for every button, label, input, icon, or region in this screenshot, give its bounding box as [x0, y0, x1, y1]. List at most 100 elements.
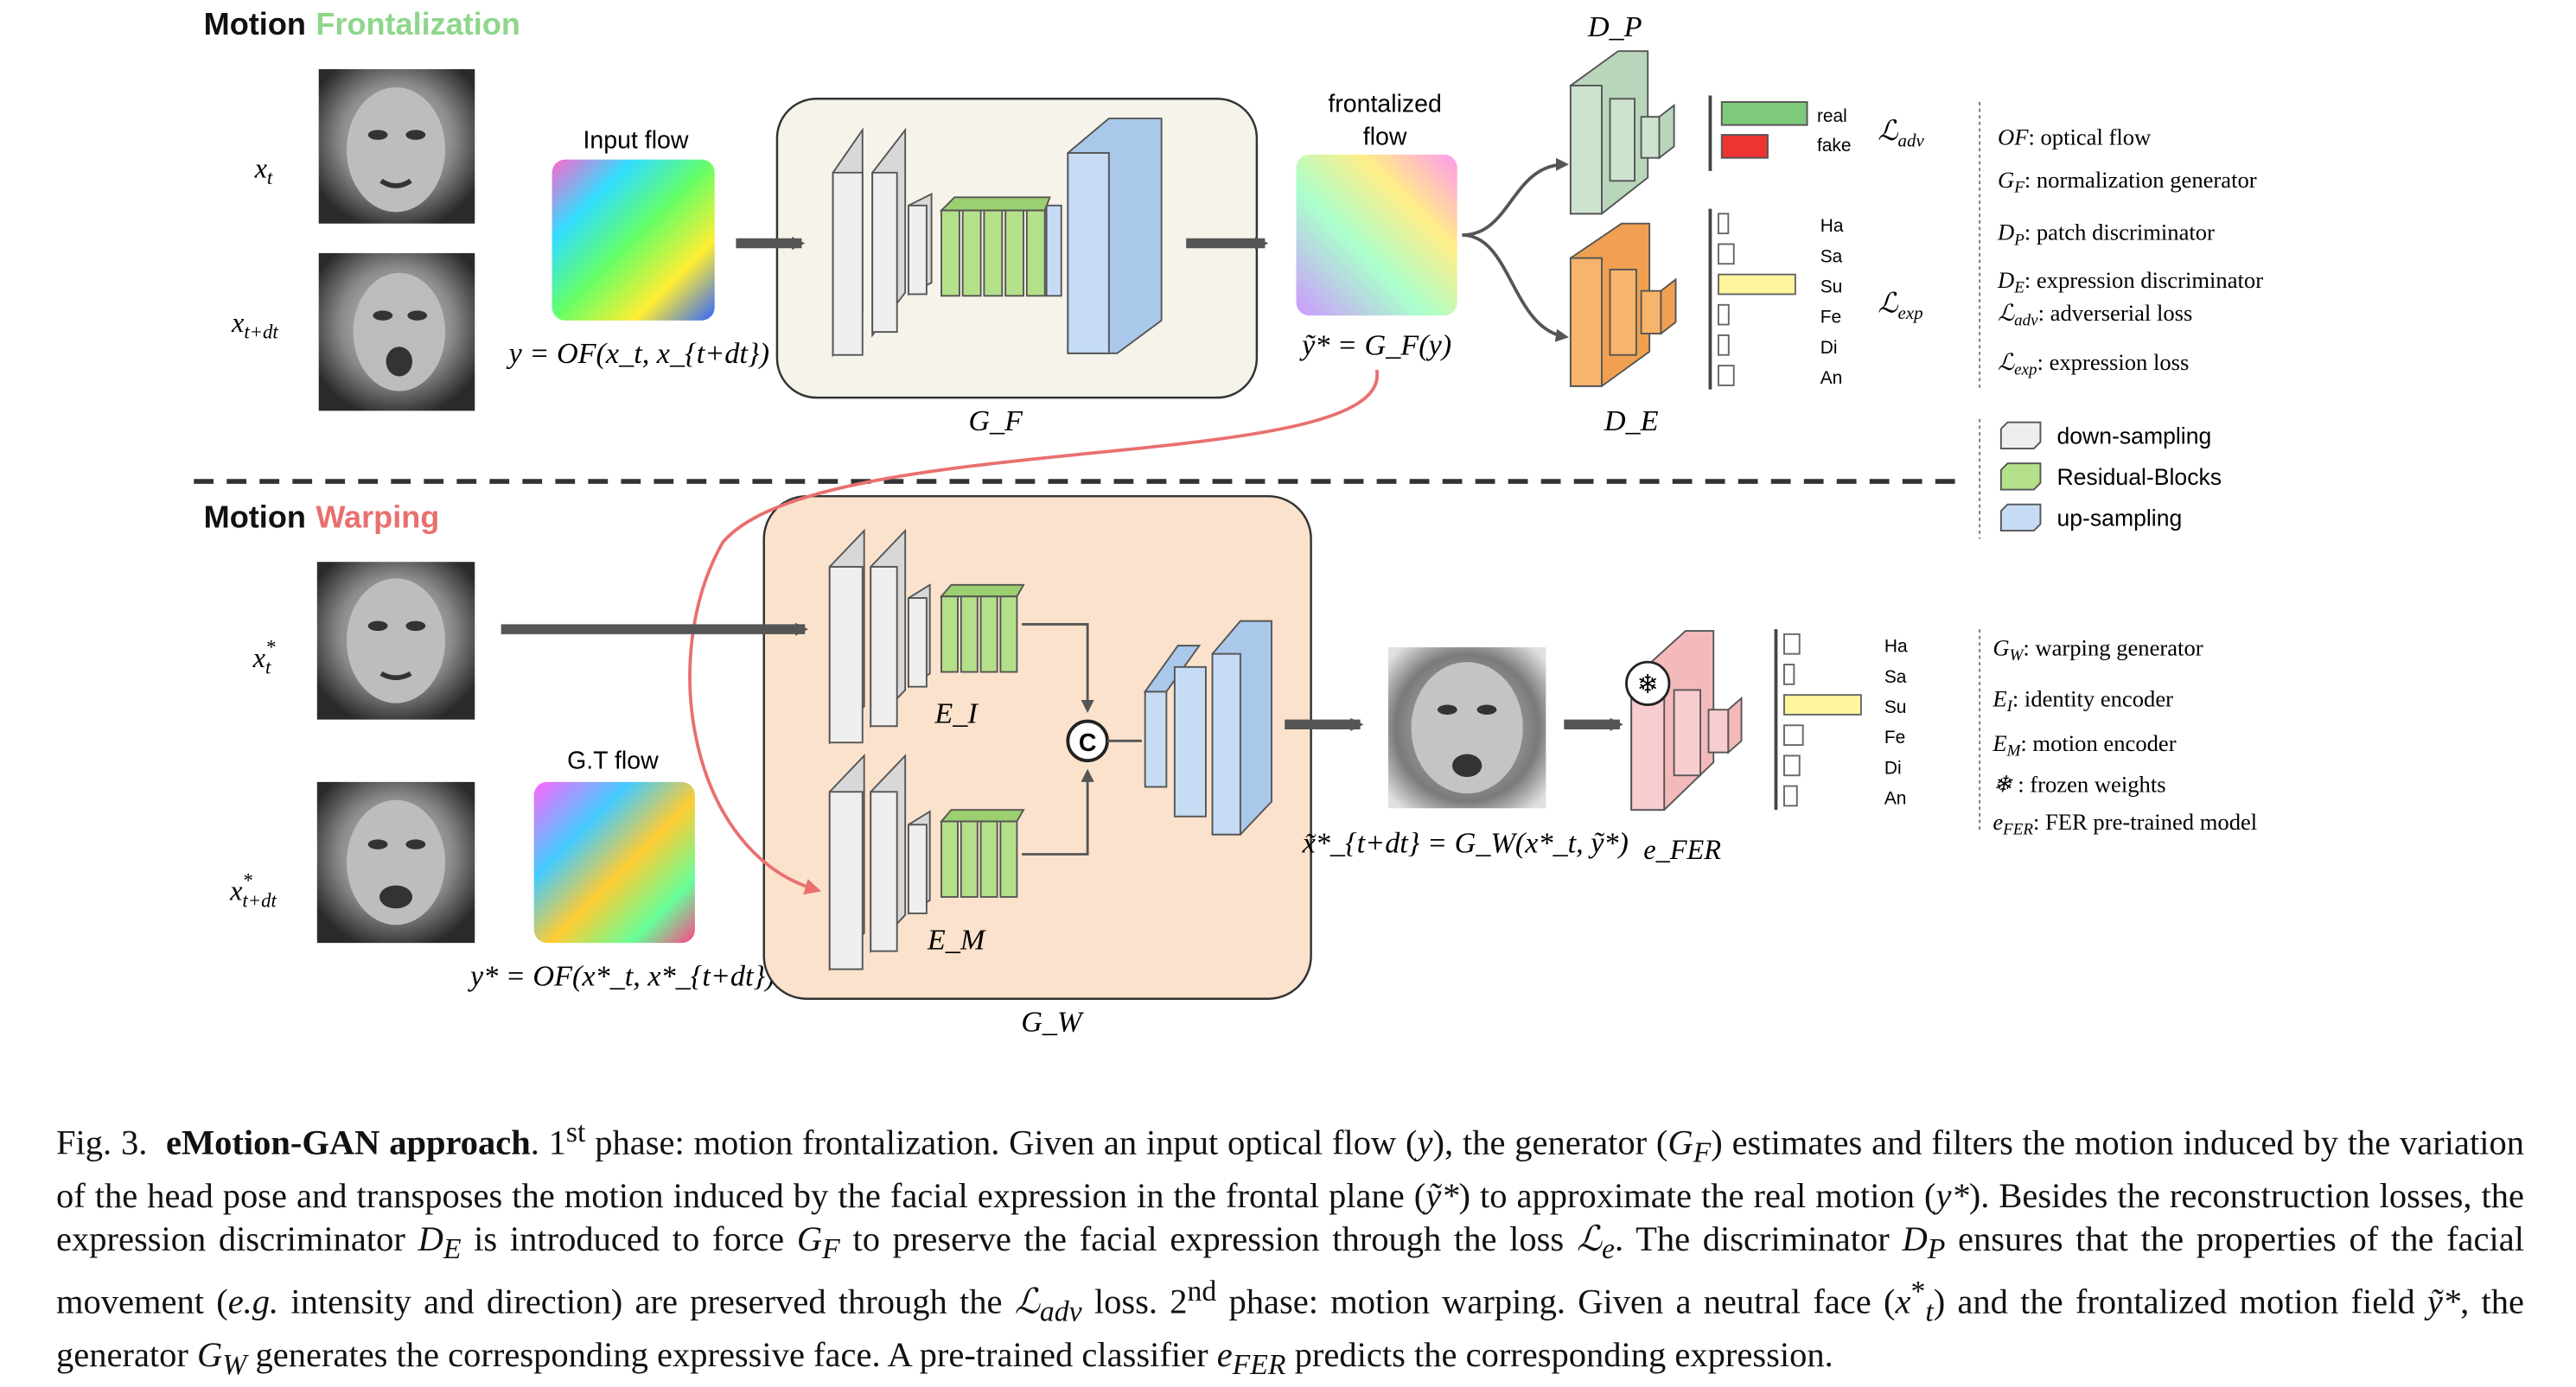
arrow-ei-to-concat — [1022, 622, 1094, 714]
expression-label-su: Su — [1884, 697, 1907, 717]
expression-bar-fe — [1783, 724, 1804, 747]
expression-bar-di — [1717, 334, 1730, 356]
expression-label-ha: Ha — [1820, 216, 1844, 236]
arrow-to-de — [1462, 233, 1569, 342]
label-xt: xt — [254, 152, 273, 188]
expression-label-di: Di — [1884, 758, 1902, 778]
output-face — [1387, 647, 1546, 809]
expression-label-an: An — [1884, 789, 1907, 809]
legend-item: EI: identity encoder — [1992, 685, 2173, 716]
label-xt-star: x*t — [252, 637, 276, 678]
ei-label: E_I — [934, 697, 979, 729]
generator-gf-label: G_F — [968, 405, 1023, 437]
label-fake: fake — [1817, 136, 1852, 156]
expression-bar-an — [1717, 365, 1735, 386]
expression-bar-sa — [1783, 664, 1795, 685]
gt-flow-title: G.T flow — [567, 748, 659, 775]
encoder-em — [828, 754, 1025, 971]
frontalized-formula: ỹ* = G_F(y) — [1299, 330, 1451, 362]
arrow-frontalized-to-em — [688, 369, 1379, 895]
label-xtdt-star: x*t+dt — [229, 870, 277, 912]
gt-flow-image — [533, 781, 695, 944]
em-label: E_M — [927, 925, 987, 957]
expression-bar-sa — [1717, 243, 1735, 265]
expression-label-su: Su — [1820, 277, 1843, 297]
legend-item: ❄ : frozen weights — [1993, 771, 2165, 797]
expression-label-ha: Ha — [1884, 637, 1908, 657]
label-xtdt: xt+dt — [231, 307, 278, 343]
legend-item: DE: expression discriminator — [1997, 267, 2263, 297]
frontalized-title-2: flow — [1363, 123, 1407, 150]
discriminator-dp — [1569, 50, 1675, 215]
legend-item: GF: normalization generator — [1998, 167, 2257, 197]
efer-classifier — [1630, 630, 1743, 811]
legend-block-swatch — [1999, 503, 2042, 532]
expression-bar-ha — [1783, 633, 1801, 655]
de-label: D_E — [1604, 405, 1659, 437]
input-face-xt-star — [316, 562, 475, 720]
bar-fake — [1720, 134, 1769, 159]
expression-bar-di — [1783, 754, 1801, 777]
input-face-xtdt — [318, 252, 475, 411]
arrow-to-dp — [1462, 157, 1569, 237]
gw-decoder — [1143, 620, 1272, 836]
expression-bar-su — [1717, 273, 1796, 296]
legend-item: eFER: FER pre-trained model — [1993, 809, 2257, 839]
arrow-em-to-concat — [1022, 768, 1094, 856]
legend-block-label: down-sampling — [2056, 423, 2211, 449]
label-real: real — [1817, 106, 1847, 126]
discriminator-de — [1569, 222, 1677, 387]
gf-downsampling-blocks — [832, 127, 933, 358]
expression-bar-an — [1783, 785, 1798, 807]
efer-label: e_FER — [1643, 834, 1721, 865]
input-flow-formula: y = OF(x_t, x_{t+dt}) — [507, 338, 769, 370]
legend-item: EM: motion encoder — [1992, 730, 2176, 760]
input-flow-title: Input flow — [583, 126, 688, 154]
loss-adv-label: ℒadv — [1878, 115, 1924, 151]
output-formula: x̃*_{t+dt} = G_W(x*_t, ỹ*) — [1302, 828, 1629, 860]
expression-bar-ha — [1717, 213, 1730, 235]
figure-caption: Fig. 3. eMotion-GAN approach. 1st phase:… — [56, 1117, 2525, 1382]
expression-label-fe: Fe — [1820, 308, 1841, 328]
legend-item: DP: patch discriminator — [1997, 220, 2215, 250]
legend-item: GW: warping generator — [1993, 635, 2203, 665]
legend-item: OF: optical flow — [1998, 124, 2152, 150]
input-face-xtdt-star — [316, 781, 475, 944]
expression-label-di: Di — [1820, 338, 1838, 358]
generator-gw-label: G_W — [1021, 1007, 1085, 1039]
loss-exp-label: ℒexp — [1878, 287, 1922, 323]
legend-block-swatch — [1999, 462, 2042, 491]
gt-flow-formula: y* = OF(x*_t, x*_{t+dt}) — [468, 961, 775, 993]
expression-label-sa: Sa — [1820, 246, 1843, 266]
input-face-xt — [318, 69, 475, 224]
legend-item: ℒexp: expression loss — [1998, 349, 2189, 379]
expression-label-fe: Fe — [1884, 728, 1905, 748]
expression-bar-fe — [1717, 303, 1730, 326]
expression-label-an: An — [1820, 368, 1843, 388]
bar-real — [1720, 101, 1808, 126]
frontalized-flow-image — [1296, 154, 1457, 316]
frontalized-title-1: frontalized — [1328, 90, 1442, 118]
legend-item: ℒadv: adverserial loss — [1998, 300, 2192, 330]
dp-label: D_P — [1587, 11, 1642, 43]
input-flow-image — [552, 159, 715, 321]
legend-block-label: up-sampling — [2056, 505, 2182, 531]
legend-block-label: Residual-Blocks — [2056, 464, 2222, 490]
gf-upsampling-blocks — [1045, 118, 1163, 354]
legend-block-swatch — [1999, 421, 2042, 450]
concat-label: C — [1079, 729, 1097, 757]
encoder-ei — [828, 528, 1025, 745]
snowflake-icon: ❄ — [1636, 670, 1658, 700]
frozen-weights-icon — [1625, 660, 1671, 706]
expression-bar-su — [1783, 694, 1862, 716]
expression-label-sa: Sa — [1884, 667, 1907, 687]
gf-residual-blocks — [939, 196, 1051, 297]
